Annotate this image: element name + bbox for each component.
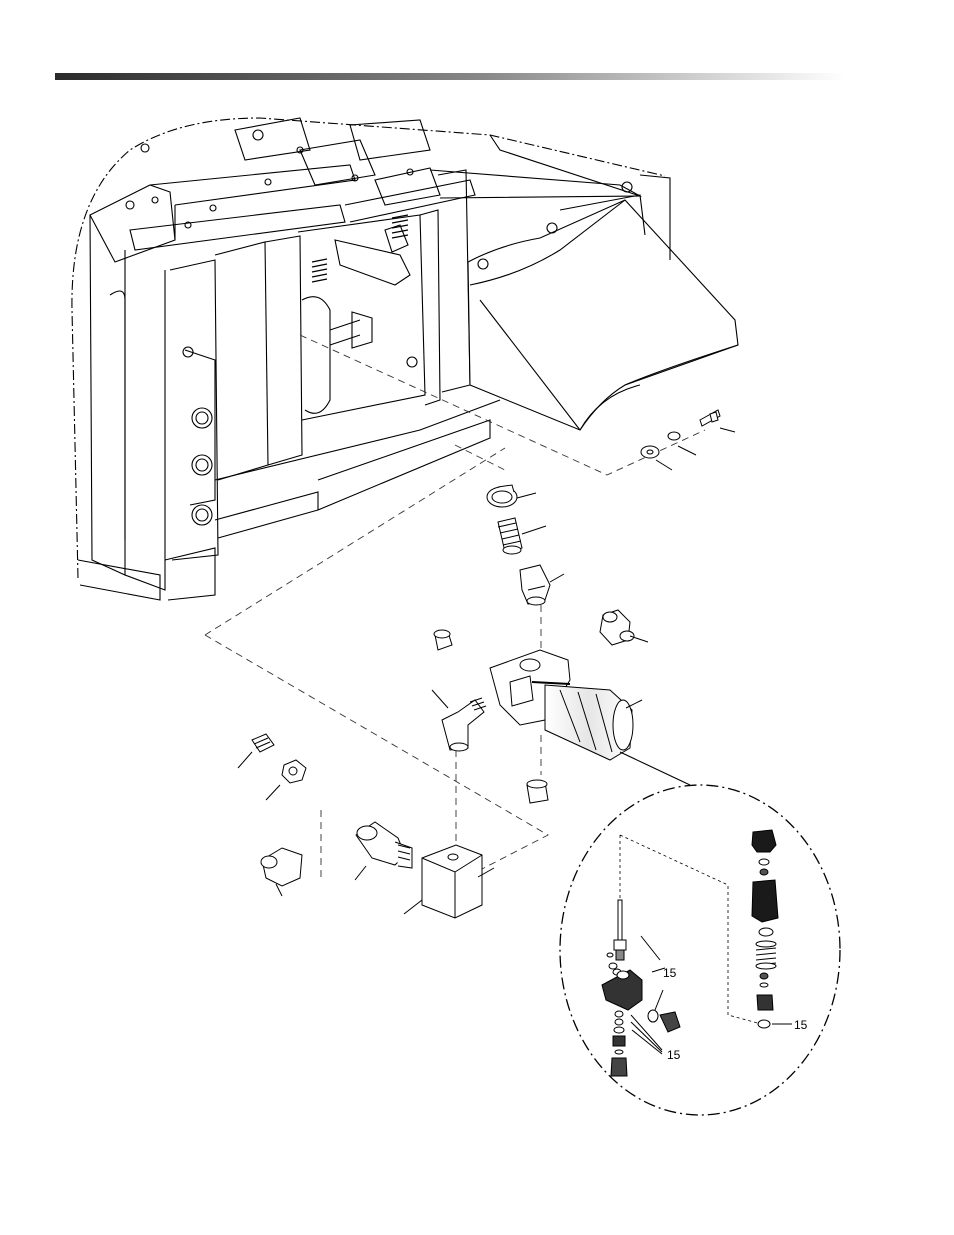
detail-view: 15 15 15: [560, 785, 840, 1115]
valve-seat: [611, 1058, 627, 1076]
machine-housing: [72, 118, 738, 600]
cap-nut: [527, 780, 548, 803]
manifold-block: [422, 845, 482, 918]
hex-nut: [282, 760, 306, 783]
housing-ports: [192, 408, 212, 525]
lock-washer: [668, 432, 680, 440]
loose-parts: [252, 410, 720, 918]
elbow-fitting-lower: [261, 848, 302, 886]
callout-label: 15: [794, 1018, 808, 1032]
hex-bolt: [700, 410, 720, 426]
elbow-fitting: [442, 698, 486, 751]
hose-clamp: [487, 485, 517, 507]
hopper-chute: [468, 200, 738, 430]
callout-label: 15: [667, 1048, 681, 1062]
detail-boundary: [560, 785, 840, 1115]
callout-label: 15: [663, 966, 677, 980]
street-elbow: [520, 565, 550, 605]
barbed-fitting: [498, 518, 522, 554]
header-rule: [55, 73, 845, 80]
pressure-housing: [752, 880, 778, 922]
swivel-tee: [356, 822, 412, 868]
pressure-spring: [756, 941, 776, 969]
leader-lines: [238, 428, 735, 914]
unloader-valve: [490, 650, 633, 760]
adjuster-knob: [752, 830, 776, 852]
tee-fitting: [600, 610, 634, 645]
hex-nipple: [252, 734, 274, 752]
detail-right-stack: [752, 830, 778, 1028]
plug-cap: [434, 630, 452, 650]
valve-stem: [618, 900, 622, 940]
